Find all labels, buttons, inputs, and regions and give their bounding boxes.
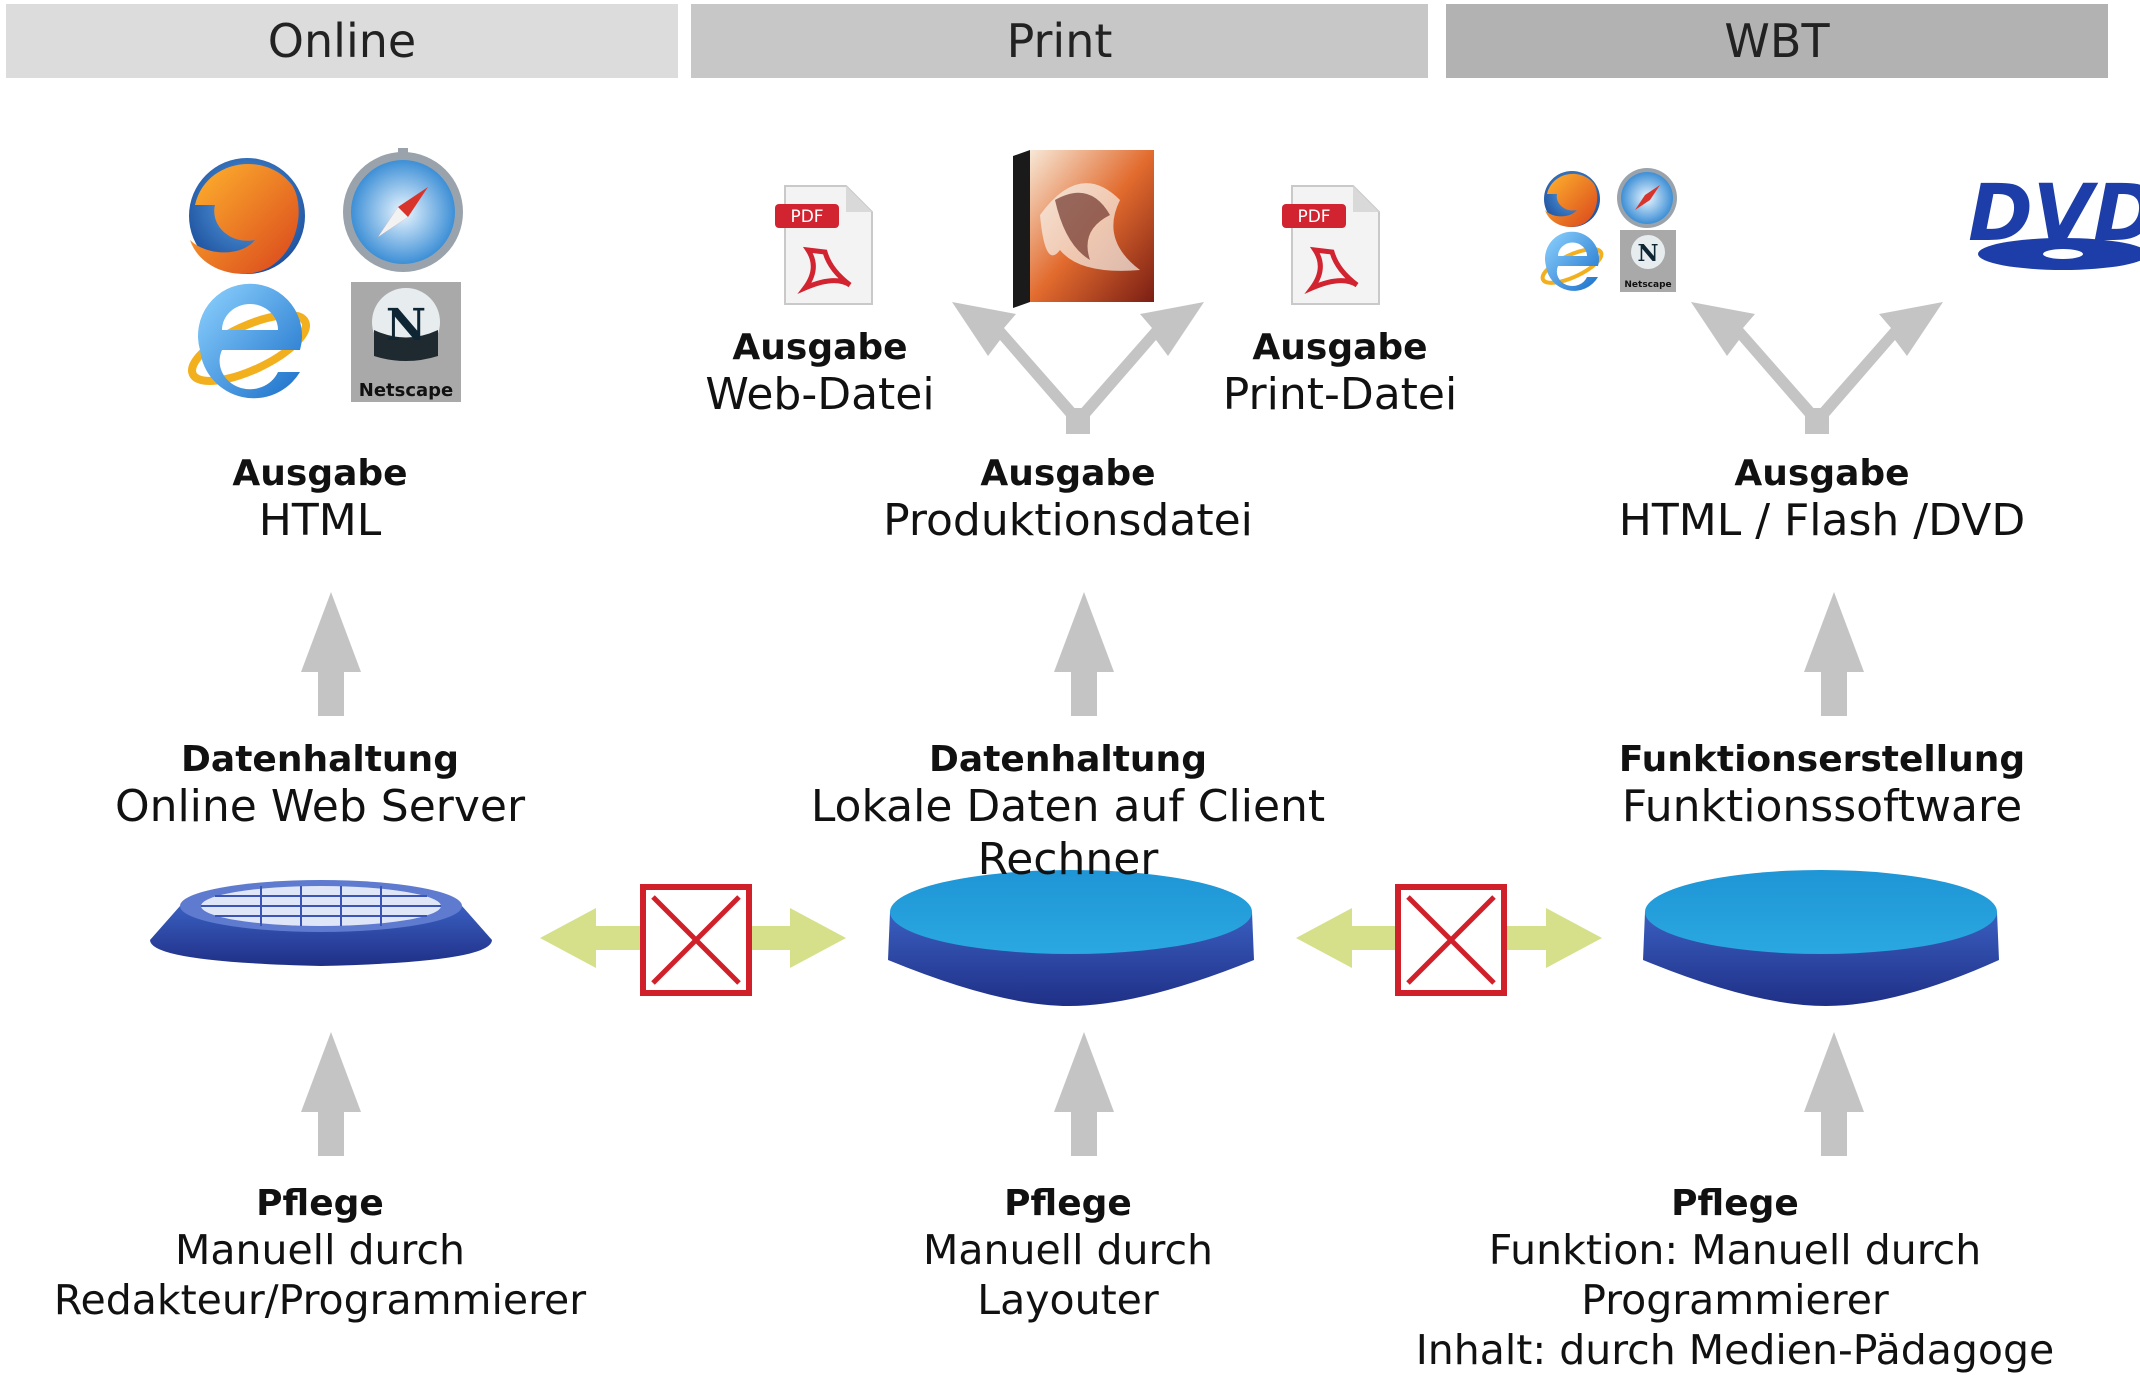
firefox-icon: [1544, 171, 1600, 227]
print-care: Pflege Manuell durch Layouter: [818, 1182, 1318, 1325]
netscape-label-small: Netscape: [1624, 280, 1671, 290]
print-web-output: Ausgabe Web-Datei: [690, 326, 950, 422]
svg-text:N: N: [386, 300, 426, 351]
online-data: Datenhaltung Online Web Server: [70, 738, 570, 834]
online-data-value: Online Web Server: [114, 781, 526, 833]
print-output-title: Ausgabe: [980, 453, 1156, 494]
pdf-icon: [1282, 185, 1380, 305]
dvd-logo-icon: DVD: [1968, 169, 2140, 270]
print-print-output-title: Ausgabe: [1252, 327, 1428, 368]
netscape-label: Netscape: [359, 380, 454, 401]
up-arrow: [301, 1032, 1864, 1156]
tab-online: Online: [6, 4, 678, 78]
netscape-icon: N: [351, 282, 461, 402]
wbt-output-title: Ausgabe: [1734, 453, 1910, 494]
pdf-label-right: PDF: [1297, 207, 1330, 227]
split-arrow-print: [952, 302, 1204, 434]
split-arrow-wbt: [1691, 302, 1943, 434]
internet-explorer-icon: [1540, 231, 1604, 291]
blocked-cross-icon: [1395, 884, 1507, 996]
diagram-graphics: N PDF PDF: [150, 148, 2140, 1156]
netscape-icon: N: [1620, 230, 1676, 292]
wbt-care: Pflege Funktion: Manuell durch Programmi…: [1330, 1182, 2140, 1375]
wbt-output: Ausgabe HTML / Flash /DVD: [1572, 452, 2072, 548]
wbt-data-title: Funktionserstellung: [1618, 739, 2026, 780]
wbt-output-value: HTML / Flash /DVD: [1618, 495, 2026, 547]
online-care-title: Pflege: [256, 1183, 384, 1224]
database-disc-icon: [1643, 870, 1999, 1006]
online-output-value: HTML: [258, 495, 382, 547]
database-disc-icon: [888, 870, 1254, 1006]
print-print-output: Ausgabe Print-Datei: [1210, 326, 1470, 422]
tab-wbt: WBT: [1446, 4, 2108, 78]
internet-explorer-icon: [188, 283, 310, 399]
print-output: Ausgabe Produktionsdatei: [818, 452, 1318, 548]
print-print-output-value: Print-Datei: [1222, 369, 1458, 421]
wbt-care-line2: Inhalt: durch Medien-Pädagoge: [1415, 1326, 2055, 1375]
pdf-icon: [775, 185, 873, 305]
wbt-care-title: Pflege: [1671, 1183, 1799, 1224]
blocked-cross-icon: [640, 884, 752, 996]
svg-text:N: N: [1637, 240, 1658, 267]
wbt-data: Funktionserstellung Funktionssoftware: [1572, 738, 2072, 834]
dvd-label: DVD: [1968, 169, 2140, 259]
print-care-line1: Manuell durch: [922, 1226, 1213, 1275]
online-output: Ausgabe HTML: [70, 452, 570, 548]
online-care-line1: Manuell durch: [174, 1226, 465, 1275]
wbt-care-line1: Funktion: Manuell durch Programmierer: [1488, 1226, 1982, 1325]
print-care-line2: Layouter: [977, 1276, 1159, 1325]
print-output-value: Produktionsdatei: [883, 495, 1253, 547]
print-data-title: Datenhaltung: [929, 739, 1207, 780]
print-data-value: Lokale Daten auf Client Rechner: [810, 781, 1326, 885]
wbt-data-value: Funktionssoftware: [1621, 781, 2023, 833]
safari-icon: [343, 148, 463, 272]
up-arrow: [301, 592, 1864, 716]
print-web-output-value: Web-Datei: [705, 369, 935, 421]
safari-icon: [1617, 168, 1677, 228]
firefox-icon: [189, 158, 305, 274]
indesign-box-icon: [1013, 150, 1154, 308]
online-output-title: Ausgabe: [232, 453, 408, 494]
database-disc-icon: [150, 880, 492, 966]
online-care: Pflege Manuell durch Redakteur/Programmi…: [20, 1182, 620, 1325]
online-care-line2: Redakteur/Programmierer: [53, 1276, 587, 1325]
print-web-output-title: Ausgabe: [732, 327, 908, 368]
print-data: Datenhaltung Lokale Daten auf Client Rec…: [718, 738, 1418, 887]
tab-print: Print: [691, 4, 1428, 78]
pdf-label-left: PDF: [790, 207, 823, 227]
online-data-title: Datenhaltung: [181, 739, 459, 780]
print-care-title: Pflege: [1004, 1183, 1132, 1224]
